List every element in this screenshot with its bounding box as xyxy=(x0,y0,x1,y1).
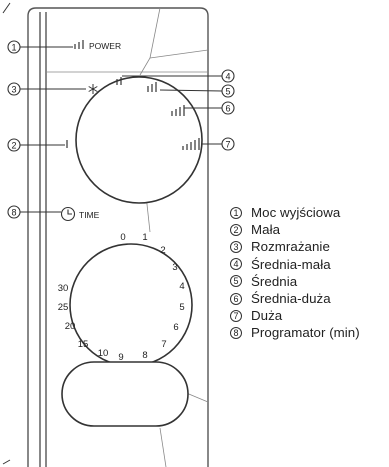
timer-scale-label: 2 xyxy=(160,245,165,256)
legend-number: 7 xyxy=(230,309,242,322)
timer-scale-label: 4 xyxy=(179,281,184,292)
legend-label: Rozmrażanie xyxy=(251,239,330,255)
legend-item: 8 Programator (min) xyxy=(230,324,388,341)
timer-scale-label: 9 xyxy=(118,352,123,363)
level-mark-medium-low xyxy=(116,77,122,85)
legend-number: 8 xyxy=(230,326,242,339)
callout-8: 8 xyxy=(7,205,21,219)
legend-number: 5 xyxy=(230,275,242,288)
legend: 1 Moc wyjściowa 2 Mała 3 Rozmrażanie 4 Ś… xyxy=(230,204,388,342)
callout-3: 3 xyxy=(7,82,21,96)
legend-label: Moc wyjściowa xyxy=(251,205,341,221)
timer-scale-label: 3 xyxy=(172,262,177,273)
legend-number: 2 xyxy=(230,223,242,236)
time-label: TIME xyxy=(79,210,100,220)
snowflake-icon xyxy=(88,84,98,94)
clock-icon xyxy=(60,206,76,222)
corner-mark xyxy=(2,2,11,14)
svg-text:1: 1 xyxy=(11,43,16,53)
legend-item: 7 Duża xyxy=(230,307,388,324)
level-mark-high xyxy=(182,138,200,150)
legend-number: 6 xyxy=(230,292,242,305)
legend-label: Średnia-mała xyxy=(251,256,331,272)
svg-text:8: 8 xyxy=(11,208,16,218)
legend-item: 4 Średnia-mała xyxy=(230,256,388,273)
legend-item: 1 Moc wyjściowa xyxy=(230,204,388,221)
legend-item: 3 Rozmrażanie xyxy=(230,238,388,255)
door-release-button[interactable] xyxy=(61,361,189,427)
legend-label: Programator (min) xyxy=(251,325,360,341)
timer-scale: 0 1 2 3 4 5 6 7 8 9 10 15 20 25 30 xyxy=(58,232,185,363)
callout-2: 2 xyxy=(7,138,21,152)
power-dial[interactable] xyxy=(75,76,203,204)
level-mark-medium xyxy=(147,82,157,92)
timer-scale-label: 15 xyxy=(78,339,89,350)
svg-text:2: 2 xyxy=(11,141,16,151)
callout-6: 6 xyxy=(221,101,235,115)
timer-scale-label: 20 xyxy=(65,321,76,332)
legend-label: Mała xyxy=(251,222,281,238)
legend-item: 6 Średnia-duża xyxy=(230,290,388,307)
svg-text:7: 7 xyxy=(225,140,230,150)
power-label: POWER xyxy=(89,41,121,51)
legend-label: Średnia-duża xyxy=(251,291,331,307)
legend-label: Średnia xyxy=(251,273,298,289)
callout-leaders xyxy=(20,46,223,213)
legend-label: Duża xyxy=(251,308,283,324)
level-mark-medium-high xyxy=(171,105,185,116)
timer-scale-label: 1 xyxy=(142,232,147,243)
power-level-bars-icon xyxy=(74,40,84,49)
timer-scale-label: 6 xyxy=(173,322,178,333)
legend-item: 5 Średnia xyxy=(230,273,388,290)
corner-mark xyxy=(2,459,11,465)
timer-scale-label: 25 xyxy=(58,302,69,313)
control-panel xyxy=(27,7,209,467)
timer-scale-label: 30 xyxy=(58,283,69,294)
callout-4: 4 xyxy=(221,69,235,83)
legend-number: 4 xyxy=(230,258,242,271)
timer-scale-label: 5 xyxy=(179,302,184,313)
callout-5: 5 xyxy=(221,84,235,98)
legend-number: 3 xyxy=(230,240,242,253)
svg-text:3: 3 xyxy=(11,85,16,95)
timer-scale-label: 8 xyxy=(142,350,147,361)
svg-text:5: 5 xyxy=(225,87,230,97)
callout-1: 1 xyxy=(7,40,21,54)
svg-text:6: 6 xyxy=(225,104,230,114)
timer-scale-label: 0 xyxy=(120,232,125,243)
callout-7: 7 xyxy=(221,137,235,151)
svg-text:4: 4 xyxy=(225,72,230,82)
legend-number: 1 xyxy=(230,206,242,219)
timer-scale-label: 7 xyxy=(161,339,166,350)
timer-scale-label: 10 xyxy=(98,348,109,359)
legend-item: 2 Mała xyxy=(230,221,388,238)
